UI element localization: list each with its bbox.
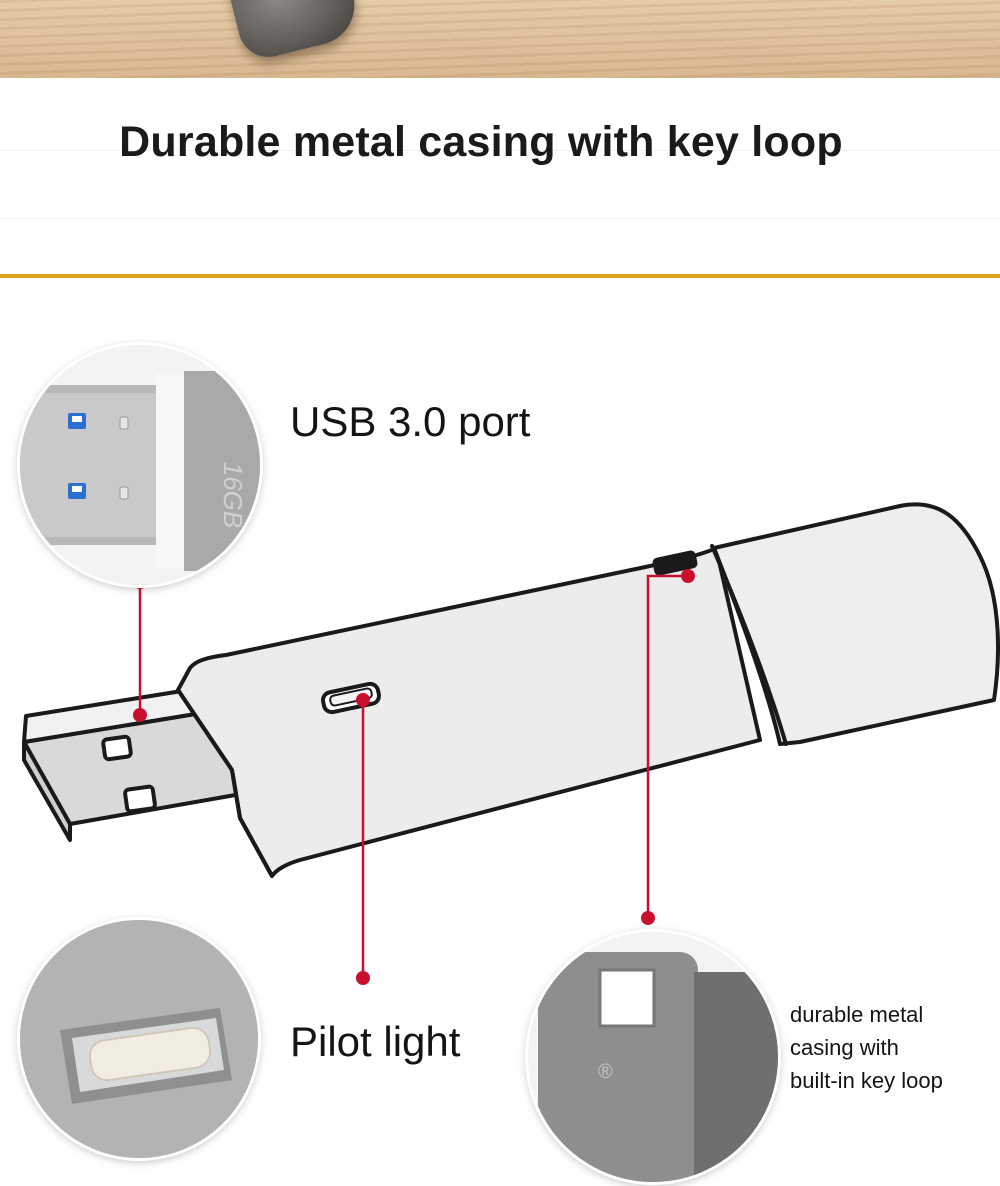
callout-dot — [641, 911, 655, 925]
capacity-marking: 16GB — [218, 462, 248, 529]
callout-dot — [356, 971, 370, 985]
pilot-light-zoom-photo — [20, 920, 258, 1158]
casing-label: durable metal casing with built-in key l… — [790, 998, 990, 1097]
casing-label-line: casing with — [790, 1035, 899, 1060]
usb-port-label: USB 3.0 port — [290, 398, 531, 445]
callout-dot — [356, 693, 370, 707]
drive-body-edge — [176, 688, 274, 878]
key-loop-hole — [598, 968, 656, 1028]
callout-dot — [133, 708, 147, 722]
drive-cap — [712, 502, 1000, 746]
usb-port-zoom-photo: 16GB — [20, 345, 260, 585]
led-indicator — [88, 1026, 212, 1082]
page-headline: Durable metal casing with key loop — [119, 118, 843, 166]
pilot-light-label: Pilot light — [290, 1018, 461, 1065]
callout-line-casing — [646, 574, 688, 918]
plug-hole — [123, 784, 157, 814]
casing-label-line: durable metal — [790, 1002, 924, 1027]
key-loop-slot — [652, 550, 698, 576]
faint-divider — [0, 218, 1000, 219]
casing-label-line: built-in key loop — [790, 1068, 943, 1093]
faint-divider — [0, 150, 1000, 151]
drive-body — [176, 546, 762, 878]
gold-divider — [0, 274, 1000, 278]
key-loop-zoom-photo: ® — [528, 932, 778, 1182]
wood-background-photo — [0, 0, 1000, 78]
usb-plug-front — [22, 740, 72, 842]
callout-dot — [681, 569, 695, 583]
trademark-mark: ® — [598, 1061, 613, 1083]
plug-hole — [101, 734, 133, 762]
cap-seam — [710, 544, 788, 746]
